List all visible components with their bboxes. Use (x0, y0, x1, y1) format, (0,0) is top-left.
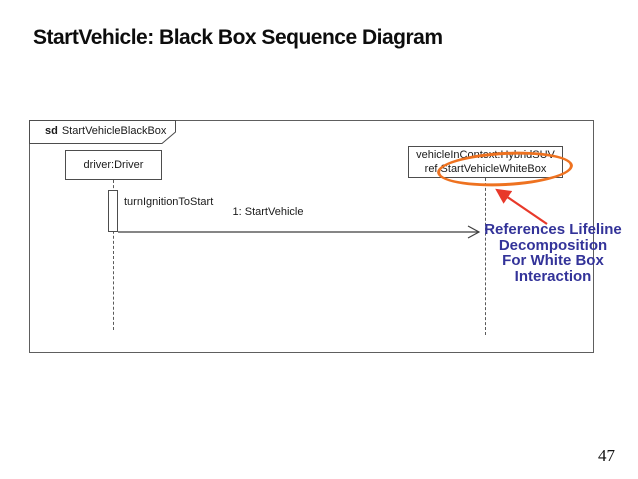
frame-keyword: sd (45, 125, 58, 137)
slide-title: StartVehicle: Black Box Sequence Diagram (33, 26, 443, 49)
annotation-callout: References Lifeline Decomposition For Wh… (470, 222, 636, 284)
message1-label: 1: StartVehicle (232, 206, 304, 218)
vehicle-label-line2: ref StartVehicleWhiteBox (424, 163, 547, 175)
callout-arrow-line (495, 188, 548, 225)
vehicle-lifeline (485, 178, 486, 335)
annotation-line2: Decomposition (498, 236, 608, 254)
message1-open-arrowhead-icon (467, 225, 481, 239)
driver-activation-bar (108, 190, 118, 232)
page-number: 47 (598, 446, 615, 465)
pentagon-shape (29, 120, 176, 144)
annotation-line3: For White Box (502, 252, 604, 269)
message1-arrow (118, 225, 481, 239)
callout-arrow (495, 188, 548, 225)
self-message-label: turnIgnitionToStart (124, 196, 214, 208)
vehicle-label-line1: vehicleInContext:HybridSUV (416, 149, 555, 161)
annotation-line1: References Lifeline (484, 221, 622, 238)
driver-lifeline (113, 180, 114, 330)
annotation-line4: Interaction (514, 267, 592, 285)
lifeline-head-driver: driver:Driver (65, 150, 162, 180)
lifeline-head-vehicle: vehicleInContext:HybridSUV ref StartVehi… (408, 146, 563, 178)
frame-name: StartVehicleBlackBox (61, 125, 167, 137)
driver-label: driver:Driver (83, 159, 144, 171)
frame-label-pentagon (29, 120, 176, 144)
